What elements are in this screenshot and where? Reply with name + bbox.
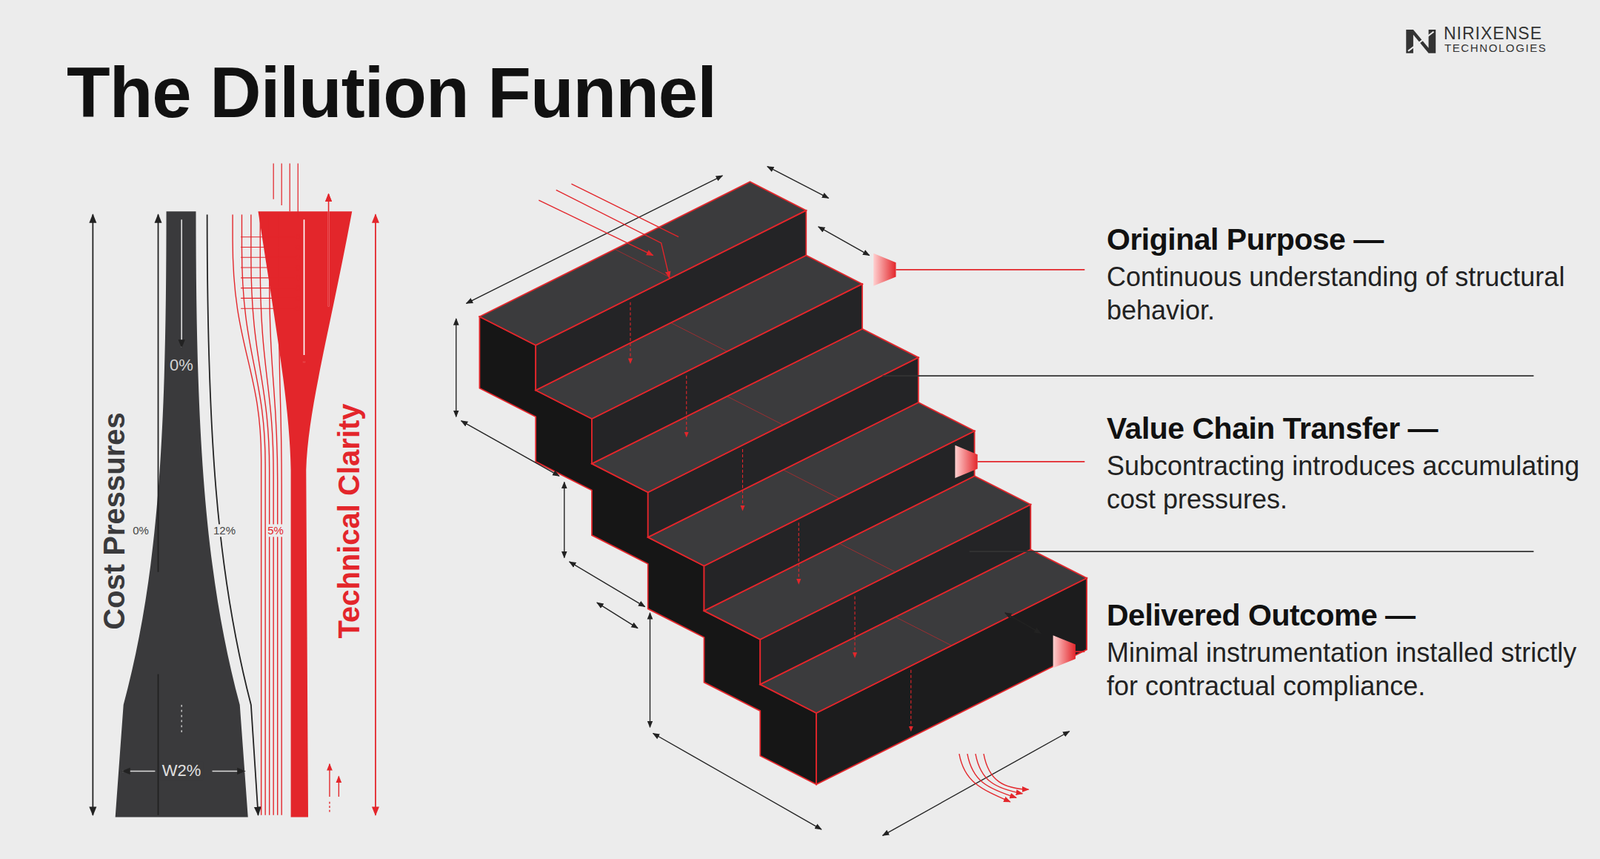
callout-marker [954, 445, 978, 478]
signal-wire [241, 214, 266, 815]
stage-body: Continuous understanding of structural b… [1106, 260, 1581, 327]
dimension-line [649, 612, 651, 727]
load-arrow [629, 302, 631, 364]
input-wire [297, 162, 299, 218]
signal-wire [269, 214, 278, 815]
dimension-line [882, 731, 1070, 836]
input-arrow [538, 200, 653, 255]
axis-label: Cost Pressures [97, 411, 132, 629]
dimension-line [466, 175, 723, 303]
tread-seam [839, 542, 896, 572]
signal-tap [240, 236, 296, 238]
dimension-line [374, 214, 377, 815]
logo-icon [1405, 29, 1436, 54]
signal-node [295, 275, 300, 280]
load-arrow [798, 522, 800, 584]
dimension-line [461, 420, 560, 476]
signal-tap [240, 257, 296, 258]
signal-tap [240, 297, 296, 299]
signal-node [295, 305, 300, 311]
signal-tap [240, 246, 296, 248]
signal-wire [278, 214, 282, 815]
dimension-line [569, 561, 646, 607]
signal-tap [240, 277, 296, 278]
cost-funnel [115, 211, 249, 817]
flow-arrow [328, 194, 330, 307]
output-arrow [959, 753, 1011, 802]
stair-tread [479, 181, 806, 345]
callout-marker [873, 253, 896, 286]
input-wire [273, 162, 275, 199]
width-line [122, 770, 155, 772]
stage-body: Subcontracting introduces accumulating c… [1106, 449, 1581, 516]
stage-heading: Value Chain Transfer — [1106, 411, 1438, 446]
leader-line [895, 268, 1085, 271]
output-arrow [983, 753, 1029, 789]
signal-node [295, 234, 300, 240]
dimension-line [91, 214, 94, 815]
axis-label: Technical Clarity [331, 402, 366, 638]
percent-label: 12% [211, 523, 238, 537]
leader-line [977, 460, 1086, 463]
signal-node [295, 245, 300, 250]
input-wire [289, 162, 291, 212]
logo-subtitle: TECHNOLOGIES [1444, 41, 1547, 55]
signal-tap [240, 287, 296, 289]
tread-seam [671, 322, 728, 352]
logo-slash [1408, 31, 1434, 52]
width-line [212, 770, 246, 772]
dimension-line [455, 318, 457, 417]
input-line [571, 183, 679, 238]
callout-marker [1053, 634, 1076, 668]
signal-wire [260, 214, 274, 815]
separator [969, 550, 1535, 552]
flow-arrow [180, 219, 183, 347]
percent-label: 5% [265, 523, 286, 537]
load-arrow [854, 596, 855, 658]
signal-wire [232, 214, 262, 815]
tread-seam [727, 396, 784, 426]
dimension-line [818, 226, 870, 256]
input-arrow [556, 189, 670, 278]
load-arrow [910, 669, 912, 732]
dimension-line [653, 732, 822, 829]
output-arrow [967, 753, 1017, 798]
stage-heading: Original Purpose — [1106, 222, 1384, 258]
tread-seam [782, 469, 840, 499]
separator [882, 374, 1535, 377]
flow-dash [180, 704, 183, 735]
percent-label: 0% [169, 355, 194, 375]
flow-arrow [328, 194, 330, 307]
load-arrow [685, 375, 687, 438]
stage-body: Minimal instrumentation installed strict… [1106, 636, 1581, 703]
flow-arrow [338, 775, 340, 797]
flow-arrow [303, 219, 306, 363]
stage-heading: Delivered Outcome — [1106, 597, 1416, 633]
dimension-line [563, 481, 565, 558]
tread-seam [895, 616, 952, 646]
percent-label: W2% [160, 760, 204, 780]
leader-line [1075, 650, 1085, 652]
signal-node [295, 265, 300, 270]
signal-wire [251, 214, 270, 815]
flow-arrow [328, 763, 330, 797]
load-arrow [742, 448, 743, 511]
logo-name: NIRIXENSE [1443, 23, 1543, 43]
tread-seam [614, 248, 672, 278]
edge-line [207, 214, 259, 815]
flow-dash [328, 801, 330, 812]
dimension-line [597, 602, 638, 628]
signal-node [295, 285, 300, 291]
dimension-line [1005, 612, 1041, 634]
signal-tap [240, 267, 296, 269]
dimension-line [157, 674, 160, 815]
percent-label: 0% [131, 523, 151, 537]
signal-node [295, 255, 300, 260]
dimension-line [767, 166, 829, 199]
input-wire [281, 162, 283, 206]
dimension-line [157, 214, 160, 572]
title: The Dilution Funnel [66, 53, 717, 132]
signal-node [295, 296, 300, 301]
signal-tap [240, 308, 296, 309]
